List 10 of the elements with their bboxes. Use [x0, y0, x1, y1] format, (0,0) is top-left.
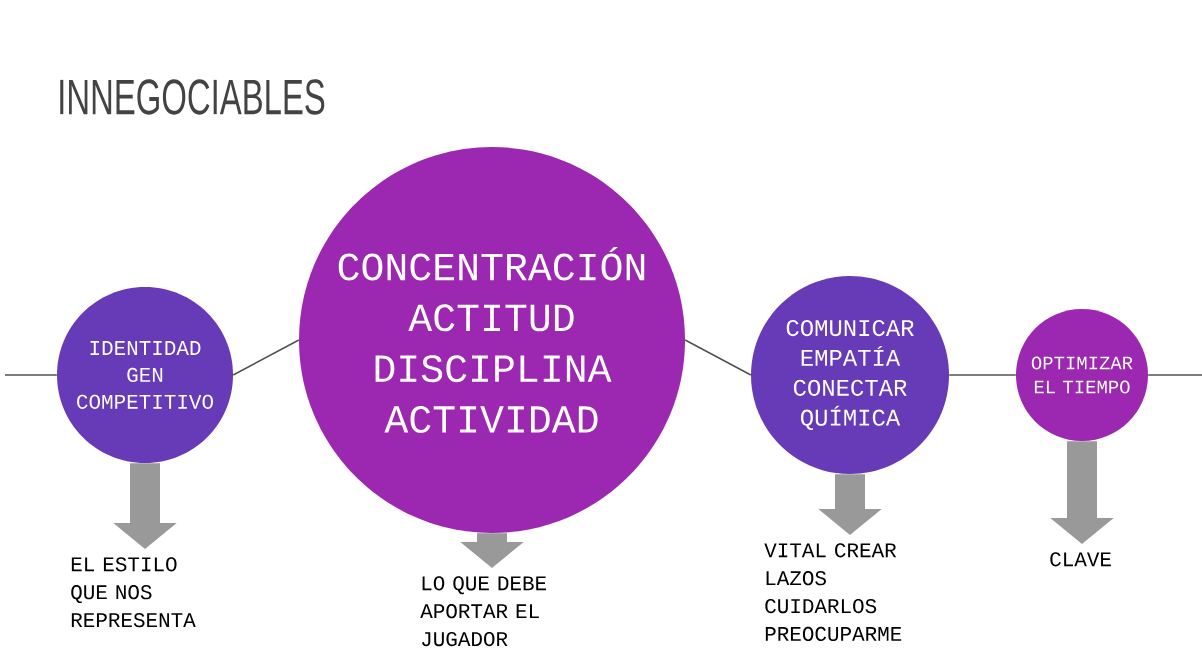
slide-title: INNEGOCIABLES	[60, 79, 325, 115]
timeline-line	[4, 374, 58, 376]
note-text: EL ESTILO QUE NOS REPRESENTA	[71, 557, 196, 628]
timeline-line	[948, 374, 1017, 376]
note-text: CLAVE	[1050, 552, 1111, 567]
timeline-line	[232, 339, 300, 376]
note-text: LO QUE DEBE APORTAR EL JUGADOR	[420, 576, 547, 647]
timeline-line	[1147, 374, 1202, 376]
note-text: VITAL CREAR LAZOS CUIDARLOS PREOCUPARME	[764, 543, 902, 642]
timeline-line	[684, 339, 752, 376]
